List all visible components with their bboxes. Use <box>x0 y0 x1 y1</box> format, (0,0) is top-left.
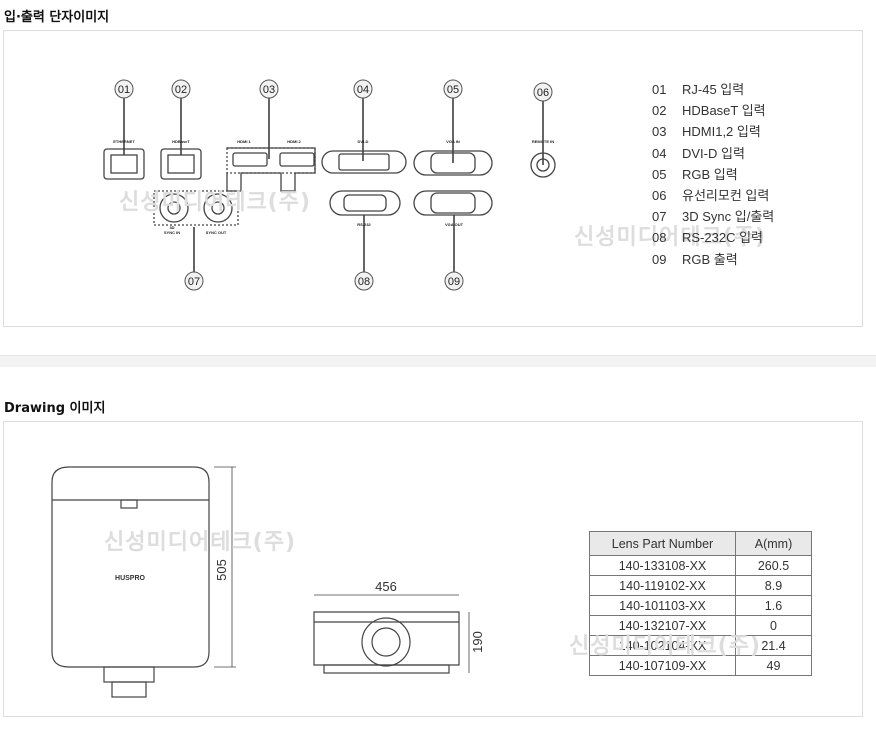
part-number-cell: 140-119102-XX <box>589 575 736 596</box>
part-number-cell: 140-102104-XX <box>589 635 736 656</box>
legend-item: 05 RGB 입력 <box>652 164 774 185</box>
legend-label: HDBaseT 입력 <box>682 103 766 119</box>
legend-num: 04 <box>652 145 667 161</box>
legend-label: HDMI1,2 입력 <box>682 124 761 140</box>
legend-label: 3D Sync 입/출력 <box>682 209 775 225</box>
port-label-sync-in: SYNC IN <box>164 230 180 235</box>
part-number-cell: 140-107109-XX <box>589 655 736 676</box>
port-label-hdmi2: HDMI 2 <box>287 139 301 144</box>
legend-item: 08 RS-232C 입력 <box>652 227 774 248</box>
callout-06: 06 <box>537 87 549 99</box>
dim-depth: 190 <box>470 631 485 653</box>
callout-08: 08 <box>358 276 370 288</box>
legend-item: 02 HDBaseT 입력 <box>652 100 774 121</box>
legend-label: DVI-D 입력 <box>682 145 745 161</box>
a-mm-cell: 21.4 <box>735 635 812 656</box>
a-mm-cell: 49 <box>735 655 812 676</box>
projector-drawing: 505 HUSPRO 456 190 <box>51 466 485 698</box>
section-title-drawing: Drawing 이미지 <box>4 401 106 416</box>
legend-num: 01 <box>652 82 667 97</box>
port-label-sync-out: SYNC OUT <box>206 230 227 235</box>
port-label-3d: 3D <box>169 225 174 230</box>
callout-03: 03 <box>263 84 275 96</box>
io-ports-diagram: 01 02 03 04 05 06 07 08 09 ETHERNET HDBa… <box>103 79 556 291</box>
callout-02: 02 <box>175 84 187 96</box>
part-number-cell: 140-132107-XX <box>589 615 736 636</box>
a-mm-cell: 1.6 <box>735 595 812 616</box>
legend-item: 09 RGB 출력 <box>652 249 774 270</box>
legend-num: 03 <box>652 124 667 140</box>
callout-09: 09 <box>448 276 460 288</box>
legend-item: 06 유선리모컨 입력 <box>652 185 774 206</box>
callout-01: 01 <box>118 84 130 96</box>
part-number-cell: 140-101103-XX <box>589 595 736 616</box>
io-image-panel: 01 02 03 04 05 06 07 08 09 ETHERNET HDBa… <box>3 30 863 327</box>
legend-num: 06 <box>652 187 667 203</box>
legend-item: 04 DVI-D 입력 <box>652 143 774 164</box>
port-label-vga-out: VGA OUT <box>445 222 464 227</box>
port-label-vga-in: VGA IN <box>446 139 460 144</box>
port-label-hdbaset: HDBaseT <box>172 139 190 144</box>
callout-07: 07 <box>188 276 200 288</box>
port-label-hdmi1: HDMI 1 <box>237 139 251 144</box>
legend-label: RJ-45 입력 <box>682 82 745 97</box>
port-label-rs232: RS-232 <box>357 222 371 227</box>
a-mm-cell: 260.5 <box>735 555 812 576</box>
legend-label: RS-232C 입력 <box>682 230 763 246</box>
legend-item: 01 RJ-45 입력 <box>652 79 774 100</box>
legend-num: 09 <box>652 251 667 267</box>
legend-label: RGB 출력 <box>682 251 738 267</box>
dim-width: 456 <box>375 579 397 594</box>
port-label-remote: REMOTE IN <box>532 139 554 144</box>
legend-item: 07 3D Sync 입/출력 <box>652 206 774 227</box>
legend-label: RGB 입력 <box>682 166 738 182</box>
legend-num: 07 <box>652 209 667 225</box>
legend-num: 05 <box>652 166 667 182</box>
port-label-ethernet: ETHERNET <box>113 139 135 144</box>
dim-height: 505 <box>214 559 229 581</box>
part-number-cell: 140-133108-XX <box>589 555 736 576</box>
legend-item: 03 HDMI1,2 입력 <box>652 121 774 142</box>
callout-05: 05 <box>447 84 459 96</box>
a-mm-cell: 8.9 <box>735 575 812 596</box>
section-title-io: 입·출력 단자이미지 <box>4 10 110 25</box>
section-divider <box>0 355 876 367</box>
header-part-number: Lens Part Number <box>589 531 736 556</box>
port-legend: 01 RJ-45 입력 02 HDBaseT 입력 03 HDMI1,2 입력 04 DVI-… <box>652 79 774 270</box>
port-label-dvi: DVI-D <box>358 139 369 144</box>
legend-num: 08 <box>652 230 667 246</box>
legend-num: 02 <box>652 103 667 119</box>
header-a-mm: A(mm) <box>735 531 812 556</box>
brand-logo: HUSPRO <box>115 575 146 582</box>
legend-label: 유선리모컨 입력 <box>682 187 770 203</box>
callout-04: 04 <box>357 84 369 96</box>
a-mm-cell: 0 <box>735 615 812 636</box>
